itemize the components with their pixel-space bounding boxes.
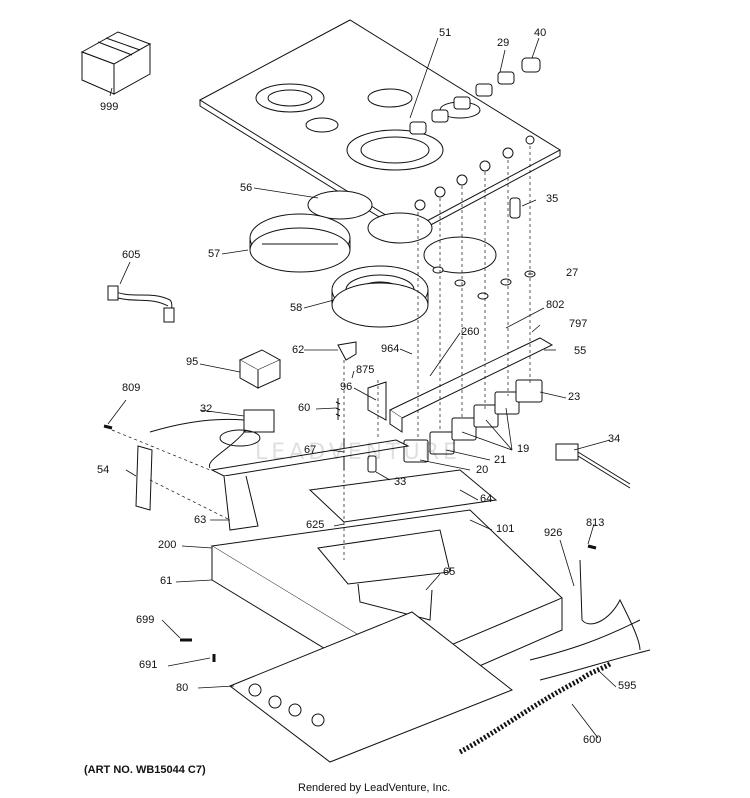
callout-label: 63 <box>194 514 207 526</box>
part-33 <box>367 455 377 473</box>
callout-label: 56 <box>240 182 253 194</box>
callout-label: 20 <box>476 464 489 476</box>
terminal-34 <box>555 443 631 489</box>
callout-label: 80 <box>176 682 189 694</box>
strap-54 <box>135 445 153 511</box>
conduit-600 <box>458 661 612 755</box>
screw-809 <box>103 424 113 430</box>
callout-label: 19 <box>517 443 530 455</box>
terminal-block-95 <box>238 349 282 389</box>
callout-label: 58 <box>290 302 303 314</box>
wire-harness <box>107 285 175 323</box>
callout-label: 600 <box>583 734 602 746</box>
radiant-burners <box>249 190 497 328</box>
callout-label: 65 <box>443 566 456 578</box>
callout-label: 40 <box>534 27 547 39</box>
switch-bracket <box>388 337 554 433</box>
callout-label: 875 <box>356 364 375 376</box>
callout-label: 60 <box>298 402 311 414</box>
wire-926 <box>579 559 641 651</box>
bottom-plate <box>228 611 513 763</box>
box-part <box>80 31 152 95</box>
callout-label: 260 <box>461 326 480 338</box>
callout-label: 51 <box>439 27 452 39</box>
callout-label: 999 <box>100 101 119 113</box>
assembly-lines <box>111 146 531 560</box>
callout-label: 802 <box>546 299 565 311</box>
bracket-62 <box>337 341 357 361</box>
callout-label: 605 <box>122 249 141 261</box>
leader-lines <box>107 37 617 739</box>
callout-label: 809 <box>122 382 141 394</box>
art-number: (ART NO. WB15044 C7) <box>84 764 206 776</box>
callout-label: 200 <box>158 539 177 551</box>
cord-595 <box>529 619 651 681</box>
callout-label: 95 <box>186 356 199 368</box>
callout-label: 699 <box>136 614 155 626</box>
callout-label: 54 <box>97 464 110 476</box>
callout-label: 964 <box>381 343 400 355</box>
terminal-block-32 <box>149 409 275 469</box>
callout-label: 67 <box>304 444 317 456</box>
rails <box>210 439 498 531</box>
small-switch-part <box>509 197 521 219</box>
callout-label: 625 <box>306 519 325 531</box>
callout-label: 96 <box>340 381 353 393</box>
callout-label: 57 <box>208 248 221 260</box>
callout-label: 29 <box>497 37 510 49</box>
callout-label: 691 <box>139 659 158 671</box>
callout-label: 595 <box>618 680 637 692</box>
bracket-96 <box>367 381 387 421</box>
callout-label: 926 <box>544 527 563 539</box>
control-knobs <box>409 57 541 135</box>
callout-label: 64 <box>480 493 493 505</box>
callout-label: 797 <box>569 318 588 330</box>
callout-label: 23 <box>568 391 581 403</box>
cooktop-glass-part <box>198 19 562 237</box>
screw-813 <box>587 544 597 550</box>
watermark: LEADVENTURE <box>255 440 461 465</box>
callout-label: 813 <box>586 517 605 529</box>
callout-label: 34 <box>608 433 621 445</box>
render-credit: Rendered by LeadVenture, Inc. <box>298 782 451 794</box>
callout-label: 27 <box>566 267 579 279</box>
spring-60 <box>335 398 341 420</box>
callout-label: 35 <box>546 193 559 205</box>
callout-label: 101 <box>496 523 515 535</box>
callout-label: 33 <box>394 476 407 488</box>
callout-label: 55 <box>574 345 587 357</box>
grommets <box>432 266 536 300</box>
callout-label: 62 <box>292 344 305 356</box>
callout-label: 21 <box>494 454 507 466</box>
callout-label: 61 <box>160 575 173 587</box>
callout-label: 32 <box>200 403 213 415</box>
screws <box>180 638 216 662</box>
